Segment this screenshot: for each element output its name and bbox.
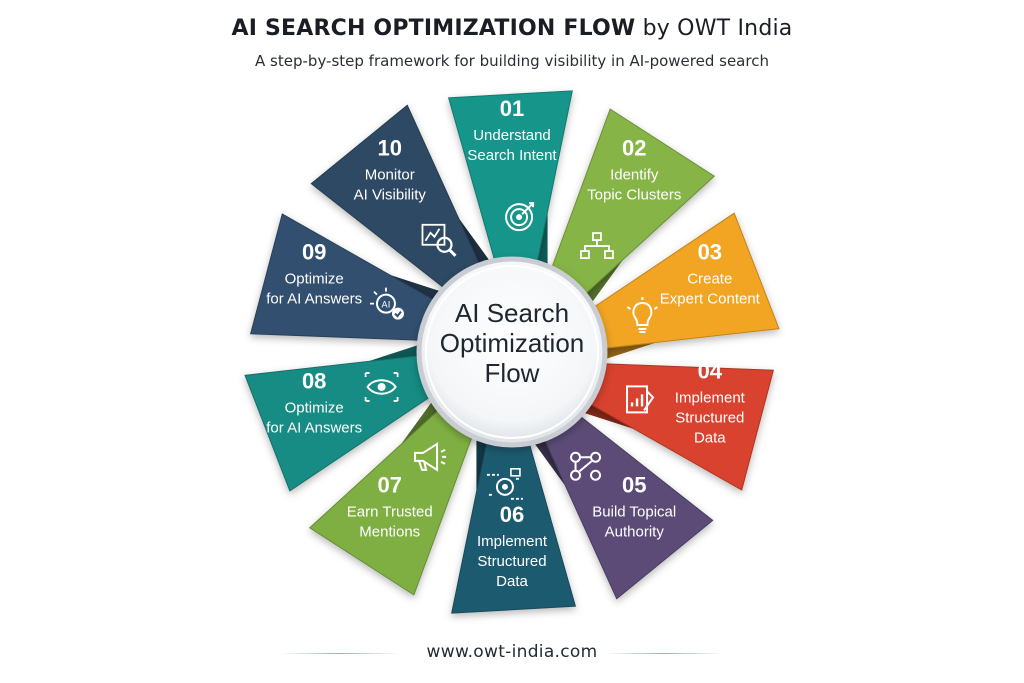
- step-03-label-line-2: Expert Content: [660, 291, 761, 308]
- step-06-label-line-1: Implement: [477, 533, 548, 550]
- ai-chip-check-icon: AI: [369, 287, 404, 320]
- step-03-number: 03: [698, 240, 722, 265]
- step-04-label-line-2: Structured: [675, 409, 744, 426]
- step-10-label-line-2: AI Visibility: [354, 187, 427, 204]
- center-line-1: AI Search: [455, 298, 569, 328]
- step-09-label-line-1: Optimize: [285, 271, 344, 288]
- step-09-label-line-2: for AI Answers: [266, 291, 362, 308]
- step-07-label-line-2: Mentions: [359, 523, 420, 540]
- eye-scan-icon: [364, 372, 399, 402]
- step-01-number: 01: [500, 96, 524, 121]
- step-04-label-line-1: Implement: [675, 389, 746, 406]
- cluster-network-icon: [580, 232, 614, 259]
- step-06-label-line-2: Structured: [477, 553, 546, 570]
- step-07-number: 07: [377, 472, 401, 497]
- footer-divider-left: [280, 653, 400, 654]
- step-08-label-line-2: for AI Answers: [266, 419, 362, 436]
- diagram-subtitle: A step-by-step framework for building vi…: [255, 52, 769, 70]
- step-05-label-line-1: Build Topical: [592, 503, 676, 520]
- title-rest: by OWT India: [642, 16, 793, 41]
- megaphone-icon: [414, 442, 447, 472]
- analytics-magnifier-icon: [421, 223, 457, 257]
- svg-text:AI: AI: [382, 301, 391, 311]
- step-08-label-line-1: Optimize: [285, 399, 344, 416]
- connected-nodes-icon: [570, 451, 602, 481]
- step-03-label-line-1: Create: [687, 271, 732, 288]
- center-hub: AI Search Optimization Flow: [416, 256, 608, 448]
- step-06-number: 06: [500, 502, 524, 527]
- title-strong: AI SEARCH OPTIMIZATION FLOW: [231, 16, 636, 41]
- document-chart-icon: [626, 385, 655, 414]
- target-icon: [505, 202, 535, 232]
- step-07-label-line-1: Earn Trusted: [347, 503, 433, 520]
- step-02-label-line-1: Identify: [610, 167, 659, 184]
- diagram-title: AI SEARCH OPTIMIZATION FLOW by OWT India: [0, 16, 1024, 41]
- step-04-number: 04: [698, 358, 723, 383]
- footer-url[interactable]: www.owt-india.com: [426, 642, 598, 662]
- step-01-label-line-2: Search Intent: [467, 147, 557, 164]
- step-10-label-line-1: Monitor: [365, 167, 415, 184]
- step-10-number: 10: [377, 136, 401, 161]
- step-04-label-line-3: Data: [694, 429, 726, 446]
- center-line-2: Optimization: [440, 328, 585, 358]
- step-05-label-line-2: Authority: [605, 523, 665, 540]
- footer-divider-right: [604, 653, 724, 654]
- step-08-number: 08: [302, 368, 326, 393]
- step-06-label-line-3: Data: [496, 573, 528, 590]
- step-09-number: 09: [302, 240, 326, 265]
- step-01-label-line-1: Understand: [473, 127, 551, 144]
- step-05-number: 05: [622, 472, 646, 497]
- process-gear-icon: [486, 468, 523, 500]
- step-02-number: 02: [622, 136, 646, 161]
- lightbulb-icon: [626, 297, 658, 334]
- center-line-3: Flow: [485, 358, 540, 388]
- step-02-label-line-2: Topic Clusters: [587, 187, 681, 204]
